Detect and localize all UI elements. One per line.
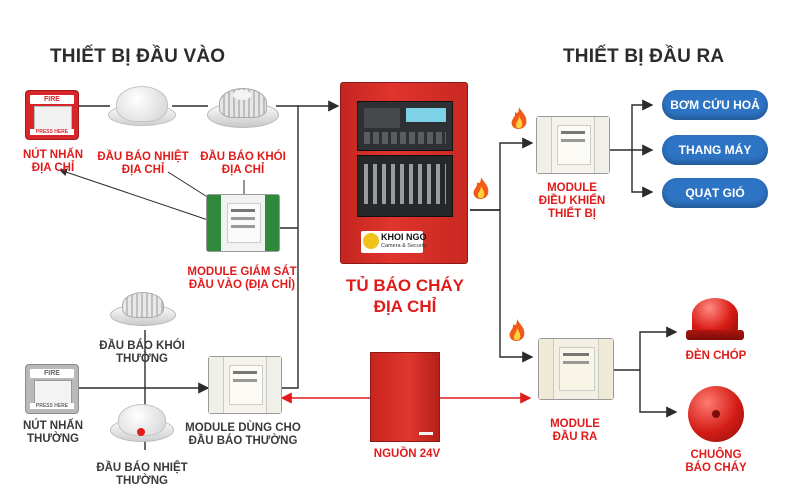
flame-icon	[473, 177, 489, 200]
press-here-sign-conventional: PRESS HERE	[30, 403, 74, 409]
pointer-to-callpoint	[59, 168, 215, 223]
monitor-module-label: MODULE GIÁM SÁT ĐẦU VÀO (ĐỊA CHỈ)	[187, 266, 297, 291]
call-point-conventional-label: NÚT NHẤN THƯỜNG	[22, 420, 84, 445]
glass-panel	[34, 106, 72, 130]
monitor-module	[206, 194, 280, 252]
fire-bell	[688, 386, 744, 442]
brand-tagline: Camera & Security	[381, 243, 428, 249]
conventional-module	[208, 356, 282, 414]
call-point-address-label: NÚT NHẤN ĐỊA CHỈ	[22, 149, 84, 174]
output-module-label: MODULE ĐẦU RA	[550, 418, 600, 443]
press-here-sign: PRESS HERE	[30, 129, 74, 135]
addressable-smoke-detector	[207, 84, 279, 136]
conventional-heat-detector	[110, 404, 174, 454]
output-module	[538, 338, 614, 400]
flame-icon	[511, 107, 527, 130]
heat-detector-address-label: ĐẦU BÁO NHIỆT ĐỊA CHỈ	[97, 151, 189, 176]
power-supply-label: NGUỒN 24V	[373, 448, 441, 460]
brand-name: KHOI NGO	[381, 232, 427, 242]
bell-label: CHUÔNG BÁO CHÁY	[685, 449, 747, 474]
panel-lcd	[406, 108, 446, 122]
addressable-heat-detector	[108, 84, 176, 136]
fire-sign: FIRE	[30, 95, 74, 104]
control-module-label: MODULE ĐIỀU KHIỂN THIẾT BỊ	[538, 182, 606, 220]
input-section-title: THIẾT BỊ ĐẦU VÀO	[50, 46, 226, 67]
line-input-bus	[276, 105, 299, 389]
conventional-module-label: MODULE DÙNG CHO ĐẦU BÁO THƯỜNG	[185, 422, 301, 447]
conventional-smoke-detector	[110, 292, 176, 332]
fire-alarm-panel: KHOI NGO Camera & Security	[340, 82, 468, 264]
line-to-bell	[639, 370, 678, 418]
strobe-light	[686, 298, 744, 342]
smoke-detector-conventional-label: ĐẦU BÁO KHÓI THƯỜNG	[99, 340, 185, 365]
fire-sign-conventional: FIRE	[30, 369, 74, 378]
strobe-label: ĐÈN CHÓP	[685, 350, 747, 362]
panel-display-area	[357, 101, 453, 151]
flame-icon	[509, 319, 525, 342]
line-to-strobe	[612, 326, 678, 371]
addressable-call-point: FIRE PRESS HERE	[25, 90, 79, 140]
heat-detector-conventional-label: ĐẦU BÁO NHIỆT THƯỜNG	[96, 462, 188, 487]
output-pump: BƠM CỨU HOẢ	[662, 90, 768, 120]
line-to-pump	[610, 99, 654, 151]
conventional-call-point: FIRE PRESS HERE	[25, 364, 79, 414]
panel-label: TỦ BÁO CHÁY ĐỊA CHỈ	[345, 276, 465, 316]
power-supply-box	[370, 352, 440, 442]
line-panel-output-module	[499, 260, 534, 363]
output-elevator: THANG MÁY	[662, 135, 768, 165]
line-to-fan	[631, 150, 654, 198]
smoke-detector-address-label: ĐẦU BÁO KHÓI ĐỊA CHỈ	[200, 151, 286, 176]
panel-module-bay	[357, 155, 453, 217]
output-section-title: THIẾT BỊ ĐẦU RA	[563, 46, 725, 67]
control-module	[536, 116, 610, 174]
brand-logo: KHOI NGO Camera & Security	[361, 231, 427, 253]
output-fan: QUẠT GIÓ	[662, 178, 768, 208]
